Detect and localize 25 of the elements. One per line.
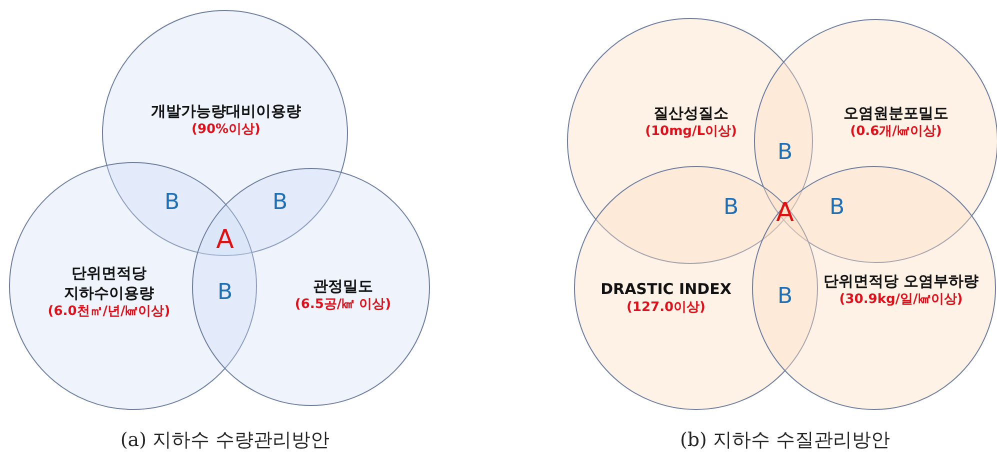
threshold-value: (30.9kg/일/㎢이상) bbox=[838, 291, 964, 309]
zone-letter: B bbox=[723, 197, 739, 219]
criterion-name: 오염원분포밀도 bbox=[844, 103, 948, 123]
criterion-name: 개발가능량대비이용량 bbox=[151, 101, 301, 121]
zone-letter: A bbox=[216, 227, 234, 253]
zone-letter: B bbox=[217, 282, 233, 304]
threshold-value: (6.0천㎥/년/㎢이상) bbox=[46, 303, 172, 321]
criterion-name: 질산성질소 bbox=[652, 103, 730, 123]
zone-letter: B bbox=[777, 142, 793, 164]
panel-caption: (a) 지하수 수량관리방안 bbox=[120, 428, 330, 453]
panel-caption: (b) 지하수 수질관리방안 bbox=[680, 428, 890, 453]
criterion-name: 관정밀도 bbox=[312, 276, 374, 296]
zone-letter: B bbox=[829, 197, 845, 219]
zone-letter: B bbox=[777, 286, 793, 308]
threshold-value: (127.0이상) bbox=[626, 299, 706, 317]
criterion-name: 단위면적당 오염부하량 bbox=[822, 271, 980, 291]
threshold-value: (6.5공/㎢ 이상) bbox=[294, 296, 392, 314]
threshold-value: (10mg/L이상) bbox=[645, 123, 737, 141]
zone-letter: B bbox=[272, 192, 288, 214]
threshold-value: (0.6개/㎢이상) bbox=[849, 123, 943, 141]
zone-letter: A bbox=[776, 200, 794, 226]
zone-letter: B bbox=[164, 192, 180, 214]
threshold-value: (90%이상) bbox=[190, 121, 262, 139]
criterion-name: 단위면적당 지하수이용량 bbox=[63, 263, 155, 303]
criterion-name: DRASTIC INDEX bbox=[600, 279, 732, 299]
